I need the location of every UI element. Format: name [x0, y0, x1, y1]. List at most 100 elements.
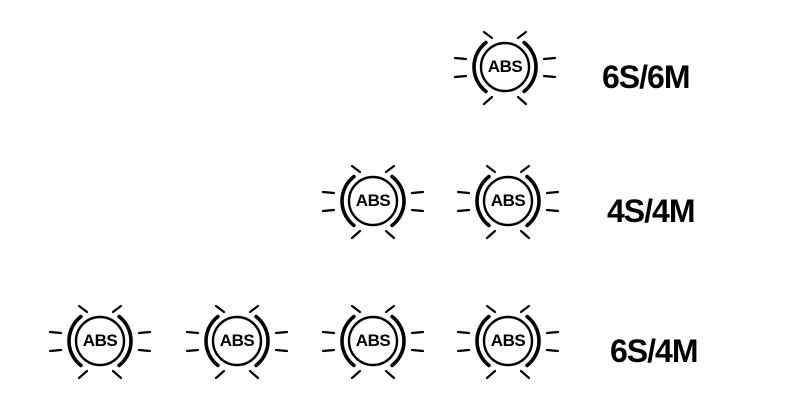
- abs-warning-lamp-icon: ABS: [172, 290, 302, 400]
- lamp-light-ray: [453, 74, 468, 79]
- lamp-light-ray: [384, 164, 396, 174]
- lamp-light-ray: [542, 56, 557, 61]
- lamp-light-ray: [350, 369, 362, 380]
- lamp-light-ray: [456, 330, 471, 335]
- configuration-row-4s4m: ABS ABS 4S/4M: [0, 150, 800, 260]
- lamp-light-ray: [545, 190, 560, 195]
- abs-lamp-graphic: [48, 304, 152, 380]
- configuration-label: 4S/4M: [607, 193, 695, 229]
- lamp-light-ray: [485, 164, 497, 174]
- lamp-light-ray: [350, 229, 362, 240]
- lamp-light-ray: [516, 95, 528, 106]
- lamp-light-ray: [519, 369, 531, 380]
- lamp-bracket-left: [340, 314, 356, 368]
- lamp-light-ray: [545, 348, 560, 353]
- abs-warning-lamp-icon: ABS: [440, 16, 570, 126]
- lamp-light-ray: [482, 30, 494, 40]
- abs-lamp-text: ABS: [355, 331, 391, 350]
- lamp-light-ray: [485, 304, 497, 314]
- abs-lamp-graphic: [321, 164, 425, 240]
- lamp-light-ray: [456, 190, 471, 195]
- abs-lamp-text: ABS: [490, 191, 526, 210]
- lamp-light-ray: [453, 56, 468, 61]
- abs-lamp-text: ABS: [355, 191, 391, 210]
- abs-lamp-text: ABS: [82, 331, 118, 350]
- lamp-light-ray: [410, 348, 425, 353]
- lamp-light-ray: [77, 369, 89, 380]
- lamp-light-ray: [519, 304, 531, 314]
- abs-warning-lamp-icon: ABS: [443, 150, 573, 260]
- lamp-bracket-right: [254, 314, 270, 368]
- configuration-row-6s6m: ABS 6S/6M: [0, 16, 800, 126]
- lamp-light-ray: [248, 369, 260, 380]
- lamp-bracket-left: [204, 314, 220, 368]
- lamp-circle: [347, 175, 399, 227]
- lamp-light-ray: [137, 330, 152, 335]
- lamp-bracket-right: [390, 314, 406, 368]
- lamp-light-ray: [321, 208, 336, 213]
- lamp-light-ray: [350, 164, 362, 174]
- lamp-light-ray: [542, 74, 557, 79]
- lamp-light-ray: [545, 208, 560, 213]
- lamp-light-ray: [48, 330, 63, 335]
- abs-warning-lamp-icon: ABS: [308, 150, 438, 260]
- lamp-light-ray: [482, 95, 494, 106]
- lamp-bracket-left: [340, 174, 356, 228]
- lamp-light-ray: [485, 369, 497, 380]
- lamp-circle: [482, 175, 534, 227]
- lamp-light-ray: [321, 348, 336, 353]
- abs-lamp-graphic: [321, 304, 425, 380]
- lamp-light-ray: [456, 348, 471, 353]
- lamp-light-ray: [185, 348, 200, 353]
- abs-warning-lamp-icon: ABS: [308, 290, 438, 400]
- lamp-light-ray: [384, 369, 396, 380]
- lamp-light-ray: [248, 304, 260, 314]
- configuration-row-6s4m: ABS ABS ABS ABS 6S/4M: [0, 290, 800, 400]
- lamp-light-ray: [214, 369, 226, 380]
- lamp-light-ray: [274, 330, 289, 335]
- lamp-light-ray: [519, 164, 531, 174]
- lamp-light-ray: [111, 369, 123, 380]
- lamp-light-ray: [456, 208, 471, 213]
- lamp-light-ray: [214, 304, 226, 314]
- abs-lamp-graphic: [453, 30, 557, 106]
- lamp-light-ray: [185, 330, 200, 335]
- abs-lamp-text: ABS: [487, 57, 523, 76]
- lamp-bracket-left: [475, 174, 491, 228]
- lamp-bracket-right: [117, 314, 133, 368]
- lamp-light-ray: [137, 348, 152, 353]
- lamp-light-ray: [410, 208, 425, 213]
- abs-lamp-text: ABS: [490, 331, 526, 350]
- lamp-light-ray: [384, 304, 396, 314]
- lamp-bracket-right: [525, 314, 541, 368]
- configuration-label: 6S/6M: [602, 59, 690, 95]
- lamp-bracket-right: [525, 174, 541, 228]
- abs-lamp-graphic: [456, 304, 560, 380]
- lamp-circle: [347, 315, 399, 367]
- lamp-light-ray: [77, 304, 89, 314]
- lamp-light-ray: [485, 229, 497, 240]
- lamp-bracket-left: [475, 314, 491, 368]
- lamp-bracket-right: [522, 40, 538, 94]
- abs-lamp-text: ABS: [219, 331, 255, 350]
- lamp-bracket-left: [67, 314, 83, 368]
- lamp-light-ray: [48, 348, 63, 353]
- lamp-bracket-right: [390, 174, 406, 228]
- lamp-light-ray: [516, 30, 528, 40]
- lamp-circle: [479, 41, 531, 93]
- abs-lamp-graphic: [185, 304, 289, 380]
- lamp-light-ray: [384, 229, 396, 240]
- lamp-circle: [211, 315, 263, 367]
- lamp-light-ray: [410, 190, 425, 195]
- lamp-circle: [482, 315, 534, 367]
- lamp-light-ray: [519, 229, 531, 240]
- lamp-light-ray: [410, 330, 425, 335]
- abs-lamp-graphic: [456, 164, 560, 240]
- lamp-light-ray: [545, 330, 560, 335]
- lamp-light-ray: [321, 190, 336, 195]
- configuration-label: 6S/4M: [610, 333, 698, 369]
- lamp-light-ray: [321, 330, 336, 335]
- lamp-light-ray: [111, 304, 123, 314]
- lamp-light-ray: [350, 304, 362, 314]
